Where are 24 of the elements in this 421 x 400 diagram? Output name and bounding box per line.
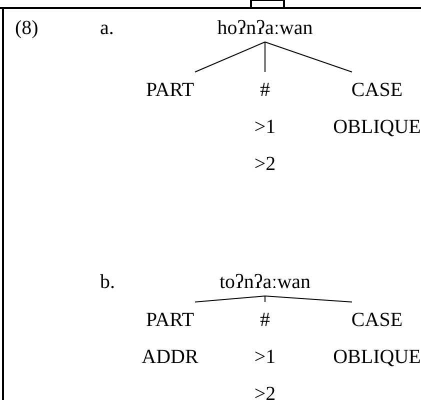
node-text: hoʔnʔaːwan [217,16,313,40]
example-letter: a. [100,16,114,40]
node-text: PART [146,78,194,102]
node-text: CASE [351,78,403,102]
node-text: ADDR [142,345,198,369]
node-text: toʔnʔaːwan [219,270,311,294]
node-text: >1 [254,345,276,369]
node-text: >2 [254,152,276,176]
node-text: # [260,78,270,102]
tree-branch [264,42,266,72]
node-text: >1 [254,115,276,139]
example-number: (8) [15,16,38,40]
node-text: PART [146,308,194,332]
tree-branch [264,296,266,302]
tree-branch [194,42,266,72]
node-text: CASE [351,308,403,332]
node-text: # [260,308,270,332]
tree-branch [264,296,352,302]
node-text: OBLIQUE [333,115,421,139]
node-text: >2 [254,382,276,400]
tree-branch [264,42,352,72]
node-text: OBLIQUE [333,345,421,369]
example-letter: b. [100,270,115,294]
tree-branch [194,296,266,302]
